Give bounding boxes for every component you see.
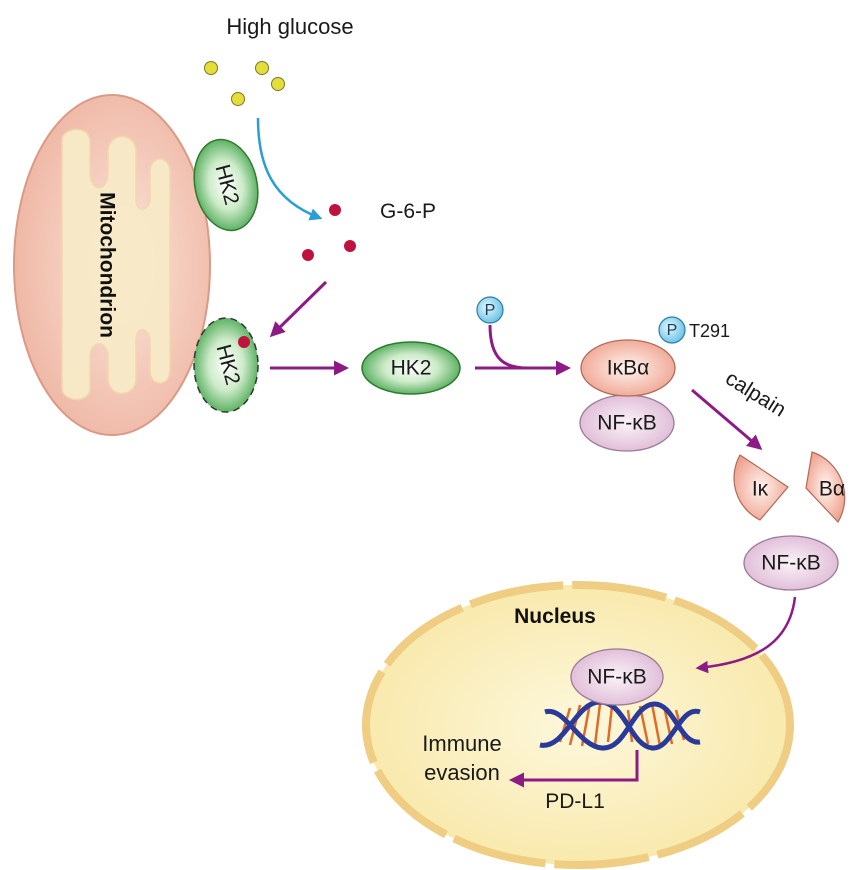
immune-evasion-line1: Immune [422,731,501,756]
glucose-dot [255,61,269,75]
g6p-dot [344,240,356,252]
phosphorylation-curve [488,324,529,370]
g6p-label: G-6-P [380,200,436,223]
nfkb-nuclear-label: NF-κB [587,666,647,689]
dna-rung [650,703,662,747]
fragment-ba-label: Bα [819,478,845,501]
t291-label: T291 [689,321,730,341]
dna-rung [593,703,602,746]
mitochondrion: Mitochondrion [13,94,211,436]
g6p-to-hk2-arrow [269,280,328,338]
hk2-released-protein: HK2 [193,317,259,413]
pdl1-label: PD-L1 [545,790,605,813]
high-glucose-label: High glucose [226,14,353,39]
nfkb-translocation-arrow [695,596,797,674]
phosphate-group: P [476,296,504,324]
g6p-dot [302,249,314,261]
glucose-to-g6p-arrow [256,117,323,221]
g6p-bound-dot [238,336,250,348]
fragment-ik-label: Iκ [752,478,769,501]
g6p-dots [302,204,356,261]
ikba-fragment-ba: Bα [805,451,846,523]
mitochondrion-cristae [61,128,171,401]
ikba-subunit [580,339,676,397]
pdl1-expression-arrow [509,750,639,788]
immune-evasion-line2: evasion [424,760,500,785]
glucose-dot [231,92,245,106]
mitochondrion-label: Mitochondrion [95,192,118,338]
ikba-fragment-ik: Iκ [733,454,789,521]
g6p-dot [329,204,341,216]
hk2-free-label: HK2 [391,357,432,380]
phosphate-label: P [485,302,496,319]
nfkb-free-protein: NF-κB [743,535,839,591]
dna-strand [544,701,701,751]
glucose-dot [271,77,285,91]
nucleus-label: Nucleus [514,605,596,628]
dna-rung [606,705,614,743]
hk2-bound-protein: HK2 [193,138,259,232]
ikba-nfkb-complex: NF-κB IκBα P T291 [579,316,730,452]
glucose-dot [204,61,218,75]
dna-helix [539,699,701,751]
nfkb-nuclear-protein: NF-κB [570,648,664,706]
ikba-phospho-site [658,316,686,344]
nucleus: Nucleus [362,581,794,869]
nfkb-free-label: NF-κB [761,552,821,575]
hk2-free-protein: HK2 [361,341,461,395]
ikba-label: IκBα [607,357,649,380]
ikba-phospho-label: P [667,322,678,339]
nfkb-complex-label: NF-κB [597,412,657,435]
glucose-dots [204,61,285,106]
calpain-label: calpain [721,367,790,422]
calpain-cleavage-arrow [691,388,763,450]
